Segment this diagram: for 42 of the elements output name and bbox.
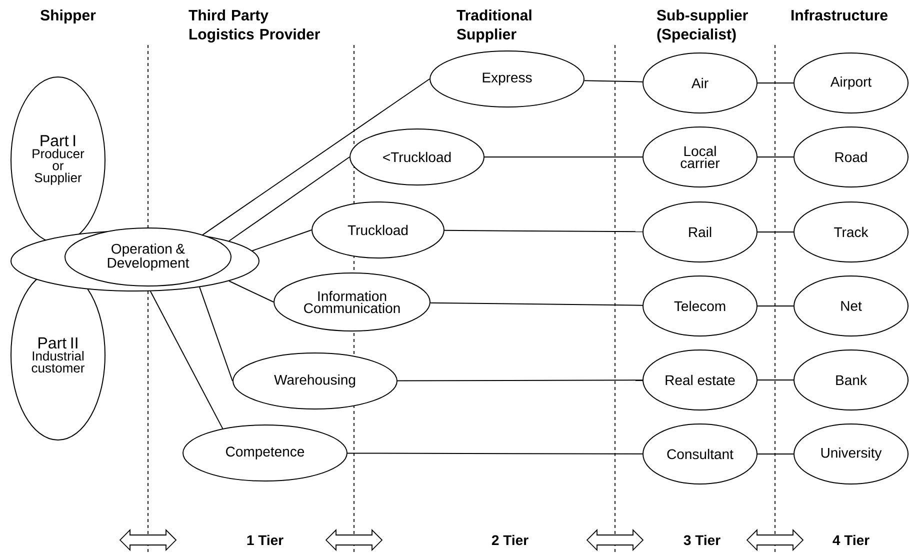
ellipse-node: <Truckload [350,128,484,186]
ellipse-node: Airport [794,52,909,114]
connector-line [201,78,430,236]
ellipse-node: Information Communication [274,272,430,332]
ellipse-node: University [794,424,909,484]
connector-line [484,156,643,158]
connector-line [347,452,643,454]
ellipse-node: Competence [182,424,348,482]
connector-line [430,302,644,306]
ellipse-node: Operation & Development [64,228,232,286]
column-heading: Shipper [40,10,96,24]
ellipse-node: Net [794,276,909,336]
ellipse-node: Part II Industrial customer [10,270,106,440]
ellipse-node: Consultant [642,424,758,484]
ellipse-node: Telecom [642,276,758,336]
connector-line [199,286,233,382]
tier-label: 3 Tier [684,534,720,546]
ellipse-node: Warehousing [232,352,398,410]
column-heading: Third Party Logistics Provider [188,10,320,43]
column-heading: Infrastructure [792,10,888,21]
connector-line [757,156,794,158]
ellipse-node: Bank [794,350,909,410]
ellipse-node: Rail [642,202,758,262]
ellipse-node: Local carrier [642,126,758,188]
ellipse-node: Express [430,50,584,108]
tier-label: 4 Tier [832,534,870,546]
connector-line [397,380,643,382]
ellipse-node: Air [642,52,758,114]
connector-line [757,82,794,84]
connector-line [228,156,350,242]
connector-line [150,290,224,430]
ellipse-node: Track [794,202,909,262]
connector-line [444,230,644,232]
ellipse-node: Part I Producer or Supplier [10,76,106,244]
tier-label: 1 Tier [247,534,284,546]
ellipse-node: Truckload [312,202,444,258]
connector-line [228,280,274,302]
ellipse-node: Real estate [642,350,758,410]
connector-line [252,230,312,252]
tier-label: 2 Tier [492,534,528,546]
connector-line [584,80,644,82]
ellipse-node: Road [794,126,909,188]
